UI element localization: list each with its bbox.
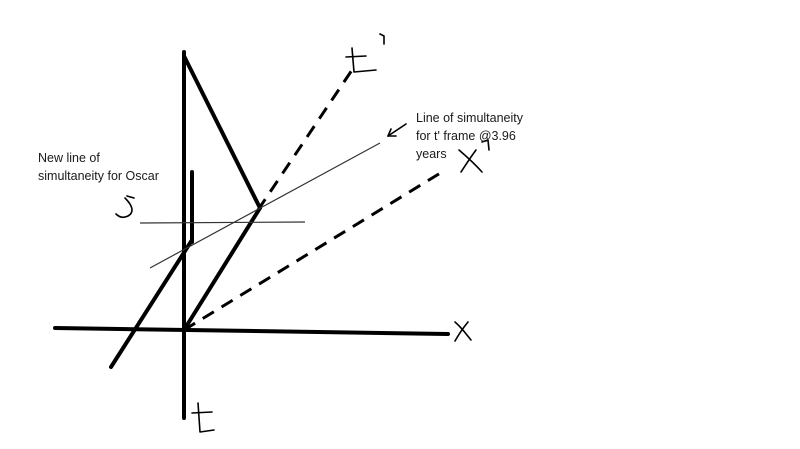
oscar-label-line2: simultaneity for Oscar <box>38 169 159 183</box>
oscar-pointer-icon <box>115 195 135 219</box>
tprime-label-line2: for t' frame @3.96 <box>416 129 516 143</box>
x-prime-glyph-icon <box>458 139 490 173</box>
tprime-label-line1: Line of simultaneity <box>416 111 524 125</box>
t-prime-glyph-icon <box>345 33 385 73</box>
tprime-pointer-arrow-icon <box>387 123 407 137</box>
x-glyph-icon <box>454 321 472 342</box>
x-prime-axis <box>183 170 443 332</box>
traveler-worldline-out <box>182 206 262 332</box>
oscar-label-line1: New line of <box>38 151 100 165</box>
oscar-simultaneity-line <box>139 221 306 224</box>
traveler-worldline-return <box>182 54 262 210</box>
t-prime-axis <box>256 69 354 211</box>
tprime-label-line3: years <box>416 147 447 161</box>
diagonal-worldline <box>109 238 194 369</box>
t-glyph-icon <box>191 402 215 433</box>
tprime-simultaneity-line <box>149 142 381 269</box>
x-axis <box>53 326 450 336</box>
